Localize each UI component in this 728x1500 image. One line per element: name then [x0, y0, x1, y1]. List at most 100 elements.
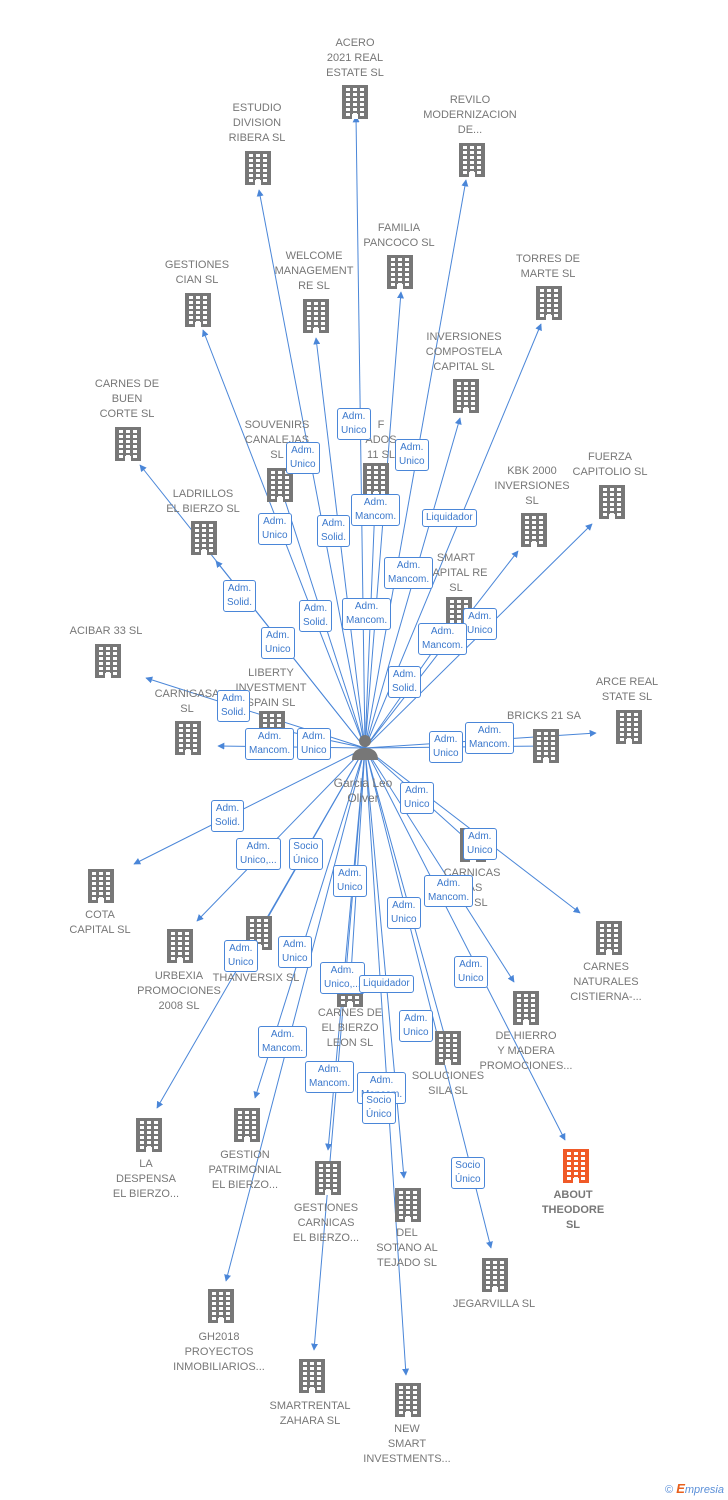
role-tag[interactable]: Adm. Unico: [286, 442, 320, 474]
company-label-la_despensa[interactable]: LA DESPENSA EL BIERZO...: [112, 1158, 180, 1200]
company-label-estudio[interactable]: ESTUDIO DIVISION RIBERA SL: [228, 102, 286, 144]
role-tag[interactable]: Socio Único: [362, 1092, 396, 1124]
role-tag[interactable]: Adm. Mancom.: [258, 1026, 308, 1058]
role-tag[interactable]: Adm. Mancom.: [418, 623, 468, 655]
company-label-acibar[interactable]: ACIBAR 33 SL: [69, 625, 143, 637]
company-label-welcome[interactable]: WELCOME MANAGEMENT RE SL: [274, 250, 354, 292]
role-tag[interactable]: Adm. Unico,...: [236, 838, 281, 870]
company-label-gestiones_carnicas[interactable]: GESTIONES CARNICAS EL BIERZO...: [292, 1202, 360, 1244]
building-icon-cota[interactable]: [88, 869, 114, 903]
role-tag[interactable]: Adm. Mancom.: [465, 722, 515, 754]
building-icon-bricks[interactable]: [533, 729, 559, 763]
building-icon-revilo[interactable]: [459, 143, 485, 177]
role-tag[interactable]: Adm. Unico: [400, 782, 434, 814]
role-tag[interactable]: Adm. Solid.: [317, 515, 351, 547]
building-icon-gh2018[interactable]: [208, 1289, 234, 1323]
company-label-soluciones[interactable]: SOLUCIONES SILA SL: [411, 1070, 485, 1097]
company-label-ladrillos[interactable]: LADRILLOS EL BIERZO SL: [166, 488, 240, 515]
company-label-liberty[interactable]: LIBERTY INVESTMENT SPAIN SL: [235, 667, 307, 709]
building-icon-about[interactable]: [563, 1149, 589, 1183]
role-tag[interactable]: Adm. Mancom.: [351, 494, 401, 526]
company-label-revilo[interactable]: REVILO MODERNIZACION DE...: [423, 94, 517, 136]
role-tag[interactable]: Adm. Unico: [429, 731, 463, 763]
role-tag[interactable]: Adm. Mancom.: [384, 557, 434, 589]
role-tag[interactable]: Adm. Unico: [333, 865, 367, 897]
company-label-f_ados[interactable]: F ADOS 11 SL: [365, 419, 397, 461]
building-icon-de_hierro[interactable]: [513, 991, 539, 1025]
company-label-arce[interactable]: ARCE REAL STATE SL: [595, 676, 659, 703]
role-tag[interactable]: Adm. Unico: [258, 513, 292, 545]
role-tag[interactable]: Socio Único: [289, 838, 323, 870]
company-label-thanversix[interactable]: THANVERSIX SL: [212, 972, 300, 984]
role-tag[interactable]: Adm. Mancom.: [342, 598, 392, 630]
company-label-fuerza[interactable]: FUERZA CAPITOLIO SL: [572, 451, 648, 478]
building-icon-f_ados[interactable]: [363, 463, 389, 497]
building-icon-carnigasa[interactable]: [175, 721, 201, 755]
company-label-carnes_nat[interactable]: CARNES NATURALES CISTIERNA-...: [570, 961, 642, 1003]
company-label-familia[interactable]: FAMILIA PANCOCO SL: [363, 222, 435, 249]
role-tag[interactable]: Adm. Solid.: [223, 580, 257, 612]
building-icon-ladrillos[interactable]: [191, 521, 217, 555]
building-icon-gestiones_carnicas[interactable]: [315, 1161, 341, 1195]
company-label-gestion_patr[interactable]: GESTION PATRIMONIAL EL BIERZO...: [208, 1149, 282, 1191]
company-label-inv_compostela[interactable]: INVERSIONES COMPOSTELA CAPITAL SL: [425, 331, 503, 373]
role-tag[interactable]: Adm. Unico: [337, 408, 371, 440]
role-tag[interactable]: Liquidador: [359, 975, 414, 993]
company-label-de_hierro[interactable]: DE HIERRO Y MADERA PROMOCIONES...: [479, 1030, 573, 1072]
company-label-urbexia[interactable]: URBEXIA PROMOCIONES 2008 SL: [137, 970, 221, 1012]
role-tag[interactable]: Socio Único: [451, 1157, 485, 1189]
role-tag[interactable]: Adm. Unico: [297, 728, 331, 760]
building-icon-urbexia[interactable]: [167, 929, 193, 963]
role-tag[interactable]: Adm. Unico: [395, 439, 429, 471]
person-icon[interactable]: [352, 735, 378, 760]
company-label-gh2018[interactable]: GH2018 PROYECTOS INMOBILIARIOS...: [173, 1331, 265, 1373]
building-icon-smartrental[interactable]: [299, 1359, 325, 1393]
company-label-carnes_leon[interactable]: CARNES DE EL BIERZO LEON SL: [317, 1007, 383, 1049]
role-tag[interactable]: Adm. Unico,...: [320, 962, 365, 994]
building-icon-carnes_buen[interactable]: [115, 427, 141, 461]
person-name[interactable]: Garcia Leo Oliver: [333, 776, 393, 805]
company-label-acero[interactable]: ACERO 2021 REAL ESTATE SL: [326, 37, 384, 79]
building-icon-inv_compostela[interactable]: [453, 379, 479, 413]
company-label-bricks[interactable]: BRICKS 21 SA: [507, 710, 581, 722]
role-tag[interactable]: Adm. Solid.: [299, 600, 333, 632]
role-tag[interactable]: Adm. Mancom.: [424, 875, 474, 907]
role-tag[interactable]: Adm. Unico: [261, 627, 295, 659]
building-icon-jegarvilla[interactable]: [482, 1258, 508, 1292]
role-tag[interactable]: Liquidador: [422, 509, 477, 527]
role-tag[interactable]: Adm. Unico: [387, 897, 421, 929]
company-label-gestiones_cian[interactable]: GESTIONES CIAN SL: [164, 259, 230, 286]
building-icon-carnes_nat[interactable]: [596, 921, 622, 955]
building-icon-gestiones_cian[interactable]: [185, 293, 211, 327]
building-icon-del_sotano[interactable]: [395, 1188, 421, 1222]
role-tag[interactable]: Adm. Solid.: [211, 800, 245, 832]
building-icon-torres[interactable]: [536, 286, 562, 320]
company-label-about[interactable]: ABOUT THEODORE SL: [541, 1189, 605, 1231]
company-label-smartrental[interactable]: SMARTRENTAL ZAHARA SL: [269, 1400, 351, 1427]
role-tag[interactable]: Adm. Unico: [224, 940, 258, 972]
role-tag[interactable]: Adm. Solid.: [217, 690, 251, 722]
company-label-carnigasa[interactable]: CARNIGASA SL: [154, 688, 220, 715]
role-tag[interactable]: Adm. Unico: [463, 828, 497, 860]
company-label-kbk[interactable]: KBK 2000 INVERSIONES SL: [494, 465, 570, 507]
building-icon-kbk[interactable]: [521, 513, 547, 547]
building-icon-acero[interactable]: [342, 85, 368, 119]
building-icon-la_despensa[interactable]: [136, 1118, 162, 1152]
building-icon-estudio[interactable]: [245, 151, 271, 185]
role-tag[interactable]: Adm. Unico: [454, 956, 488, 988]
role-tag[interactable]: Adm. Solid.: [388, 666, 422, 698]
building-icon-familia[interactable]: [387, 255, 413, 289]
building-icon-gestion_patr[interactable]: [234, 1108, 260, 1142]
company-label-cota[interactable]: COTA CAPITAL SL: [69, 909, 131, 936]
company-label-new_smart[interactable]: NEW SMART INVESTMENTS...: [363, 1423, 451, 1465]
role-tag[interactable]: Adm. Unico: [278, 936, 312, 968]
role-tag[interactable]: Adm. Mancom.: [245, 728, 295, 760]
company-label-del_sotano[interactable]: DEL SOTANO AL TEJADO SL: [376, 1227, 438, 1269]
building-icon-new_smart[interactable]: [395, 1383, 421, 1417]
building-icon-arce[interactable]: [616, 710, 642, 744]
company-label-torres[interactable]: TORRES DE MARTE SL: [516, 253, 580, 280]
building-icon-soluciones[interactable]: [435, 1031, 461, 1065]
company-label-jegarvilla[interactable]: JEGARVILLA SL: [452, 1298, 536, 1310]
building-icon-welcome[interactable]: [303, 299, 329, 333]
company-label-smart_capital[interactable]: SMART CAPITAL RE SL: [424, 552, 488, 594]
